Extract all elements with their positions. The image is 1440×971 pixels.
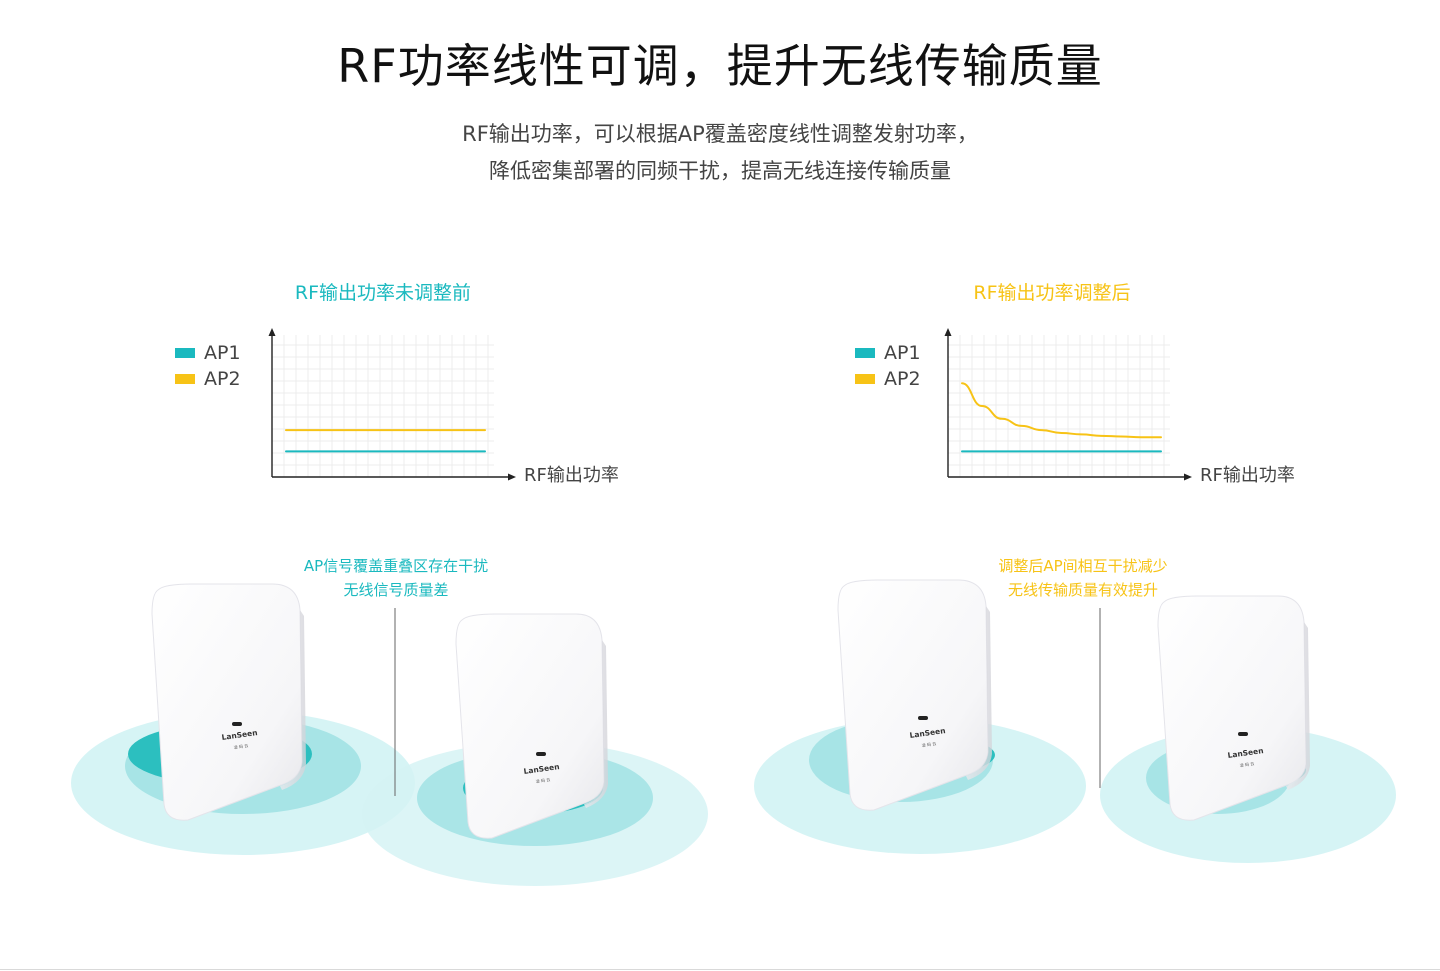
annotation-before-line-1: AP信号覆盖重叠区存在干扰 [303, 557, 489, 575]
subtitle-line-2: 降低密集部署的同频干扰，提高无线连接传输质量 [489, 159, 951, 183]
device-scenes: LanSeen 凌 码 云 LanSeen 凌 码 云 LanSeen 凌 码 … [71, 579, 1396, 886]
annotation-after: 调整后AP间相互干扰减少 无线传输质量有效提升 [943, 554, 1223, 602]
x-axis-arrow [1184, 473, 1192, 481]
annotation-before: AP信号覆盖重叠区存在干扰 无线信号质量差 [256, 554, 536, 602]
chart-title-before: RF输出功率未调整前 [294, 282, 472, 304]
x-axis-label-before: RF输出功率 [524, 465, 619, 486]
brand-sub: 凌 码 云 [921, 740, 936, 748]
ap-device-1-before: LanSeen 凌 码 云 [151, 583, 306, 821]
y-axis-arrow [268, 328, 276, 336]
brand-sub: 凌 码 云 [1239, 760, 1254, 768]
chart-after [944, 328, 1192, 481]
led-indicator [918, 716, 928, 720]
annotation-after-line-2: 无线传输质量有效提升 [1007, 581, 1158, 599]
annotation-after-line-1: 调整后AP间相互干扰减少 [998, 557, 1168, 575]
legend-swatch-ap2 [175, 374, 195, 384]
led-indicator [1238, 732, 1248, 736]
brand-sub: 凌 码 云 [233, 742, 248, 750]
y-axis-arrow [944, 328, 952, 336]
ap-device-2-after: LanSeen 凌 码 云 [1157, 595, 1310, 821]
page-title: RF功率线性可调，提升无线传输质量 [337, 39, 1103, 93]
ap-device-2-before: LanSeen 凌 码 云 [455, 613, 608, 839]
led-indicator [536, 752, 546, 756]
x-axis-label-after: RF输出功率 [1200, 465, 1295, 486]
series-line-ap2 [961, 382, 1162, 439]
legend-swatch-ap2 [855, 374, 875, 384]
led-indicator [232, 722, 242, 726]
chart-grid [948, 335, 1170, 477]
legend-label-ap2: AP2 [884, 368, 921, 390]
legend-label-ap1: AP1 [204, 342, 241, 364]
x-axis-arrow [508, 473, 516, 481]
chart-title-after: RF输出功率调整后 [973, 282, 1131, 304]
chart-grid [272, 335, 494, 477]
subtitle-line-1: RF输出功率，可以根据AP覆盖密度线性调整发射功率， [462, 122, 978, 146]
ap-device-1-after: LanSeen 凌 码 云 [837, 579, 992, 811]
legend-swatch-ap1 [855, 348, 875, 358]
legend-label-ap1: AP1 [884, 342, 921, 364]
legend-swatch-ap1 [175, 348, 195, 358]
brand-sub: 凌 码 云 [535, 776, 550, 784]
chart-before [268, 328, 516, 481]
annotation-before-line-2: 无线信号质量差 [343, 581, 449, 599]
legend-label-ap2: AP2 [204, 368, 241, 390]
bottom-divider [0, 969, 1440, 970]
